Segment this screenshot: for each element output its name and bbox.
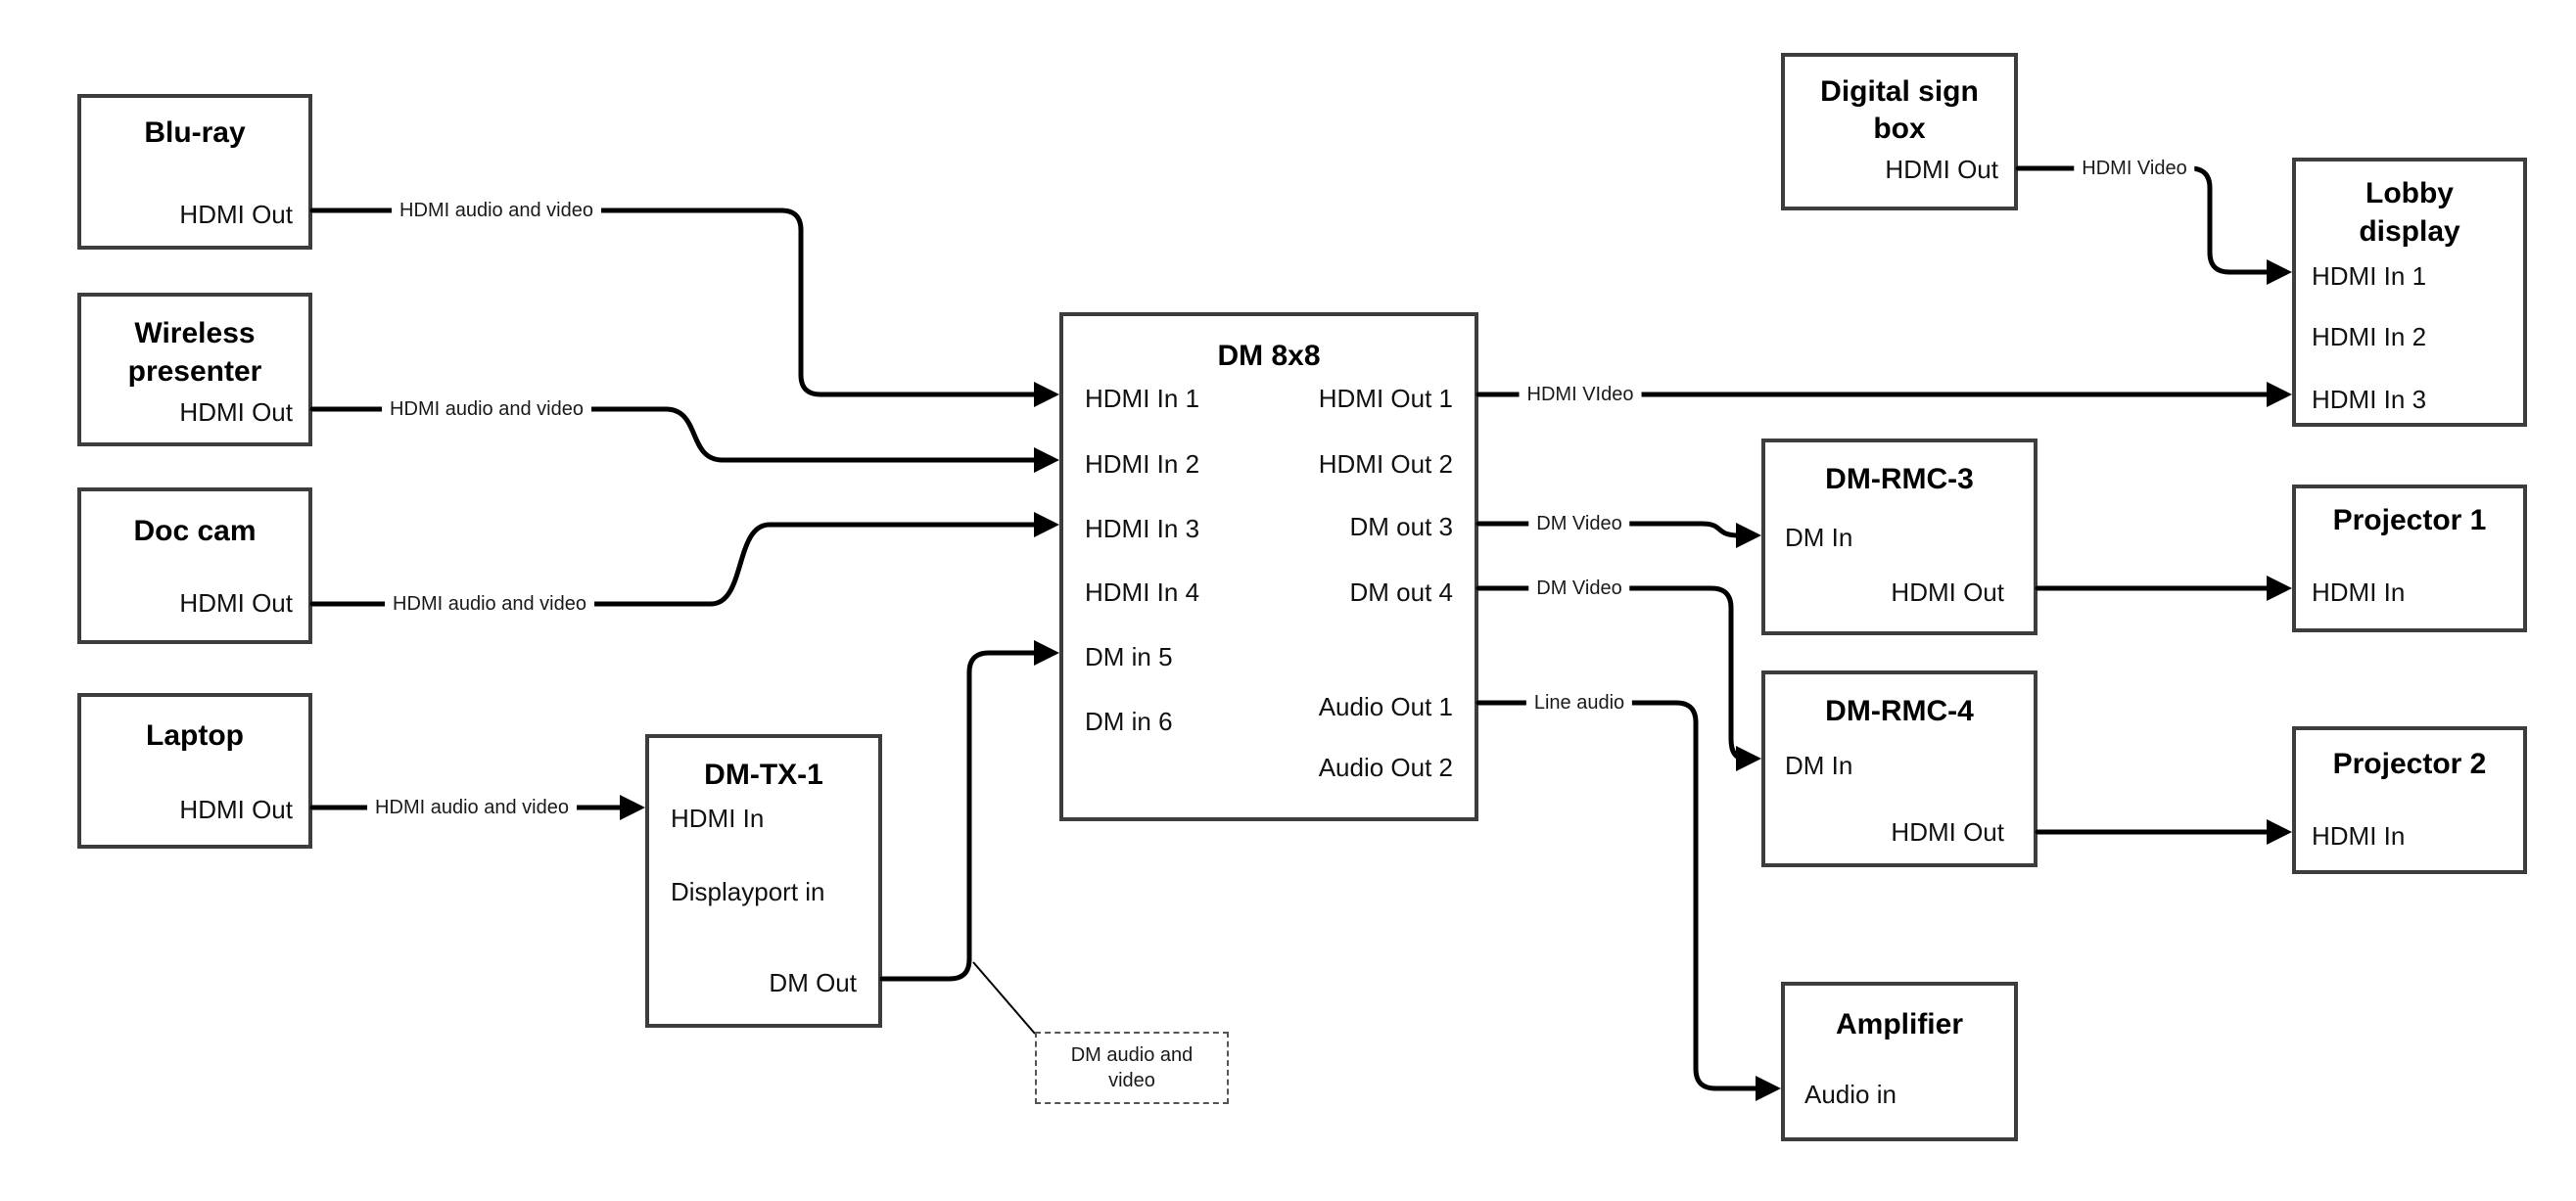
wire-label-dm-video-3: DM Video (1528, 511, 1630, 536)
wire-label-dm-video-4: DM Video (1528, 576, 1630, 601)
wire-label-line-audio: Line audio (1525, 690, 1633, 716)
port-hdmi-in: HDMI In (671, 804, 765, 833)
arrowhead (2267, 382, 2292, 407)
port-dm-in-6: DM in 6 (1085, 707, 1173, 736)
node-wireless-presenter: Wireless presenter HDMI Out (77, 293, 312, 446)
callout-leader-line (972, 961, 1036, 1035)
port-dm-out-4: DM out 4 (1349, 577, 1454, 607)
node-title: DM-RMC-3 (1825, 463, 1974, 495)
arrowhead (2267, 259, 2292, 285)
wire-dmtx1-to-dm8x8-in5 (879, 650, 1041, 982)
node-title: Projector 1 (2332, 504, 2487, 536)
arrowhead (620, 795, 645, 820)
arrowhead (1034, 640, 1059, 666)
port-dm-out-3: DM out 3 (1349, 512, 1454, 541)
arrowhead (1034, 447, 1059, 473)
arrowhead (1736, 523, 1761, 548)
node-title: DM-RMC-4 (1825, 695, 1974, 727)
node-amplifier: Amplifier Audio in (1781, 982, 2018, 1141)
wire-bluray-to-dm8x8-in1 (309, 208, 1041, 397)
port-hdmi-out: HDMI Out (1885, 155, 1998, 184)
port-hdmi-in-2: HDMI In 2 (1085, 449, 1200, 479)
wire-label-doccam: HDMI audio and video (385, 591, 594, 617)
port-hdmi-out: HDMI Out (179, 397, 293, 427)
port-audio-out-1: Audio Out 1 (1318, 692, 1453, 721)
node-title: Wireless presenter (127, 317, 262, 388)
port-dm-out: DM Out (769, 968, 857, 997)
port-hdmi-in-1: HDMI In 1 (2312, 261, 2427, 291)
node-title: Amplifier (1835, 1008, 1964, 1040)
node-dm-tx-1: DM-TX-1 HDMI In Displayport in DM Out (645, 734, 882, 1028)
wire-label-hdmi-video-sign: HDMI Video (2074, 156, 2195, 181)
wire-label-wireless: HDMI audio and video (382, 396, 591, 422)
wire-dm8x8-audio1-to-amplifier (1475, 700, 1762, 1091)
node-title: Doc cam (133, 515, 257, 547)
port-hdmi-in-1: HDMI In 1 (1085, 384, 1200, 413)
arrowhead (2267, 576, 2292, 601)
arrowhead (1756, 1076, 1781, 1101)
node-digital-sign-box: Digital sign box HDMI Out (1781, 53, 2018, 210)
port-dm-in: DM In (1785, 523, 1853, 552)
port-hdmi-in-2: HDMI In 2 (2312, 322, 2427, 351)
port-dm-in: DM In (1785, 751, 1853, 780)
port-hdmi-in-3: HDMI In 3 (2312, 385, 2427, 414)
port-audio-out-2: Audio Out 2 (1318, 753, 1453, 782)
node-projector-1: Projector 1 HDMI In (2292, 485, 2527, 632)
wire-label-hdmi-video-out1: HDMI VIdeo (1519, 382, 1642, 407)
node-lobby-display: Lobby display HDMI In 1 HDMI In 2 HDMI I… (2292, 158, 2527, 427)
wire-label-bluray: HDMI audio and video (392, 198, 601, 223)
port-dm-in-5: DM in 5 (1085, 642, 1173, 671)
node-title: Digital sign box (1820, 75, 1979, 145)
arrowhead (1034, 382, 1059, 407)
node-title: Lobby display (2359, 177, 2460, 248)
port-displayport-in: Displayport in (671, 877, 825, 906)
port-hdmi-out: HDMI Out (179, 200, 293, 229)
port-hdmi-out: HDMI Out (1891, 577, 2004, 607)
port-hdmi-in: HDMI In (2312, 821, 2406, 851)
port-hdmi-out-2: HDMI Out 2 (1318, 449, 1453, 479)
port-hdmi-out: HDMI Out (179, 795, 293, 824)
port-hdmi-in: HDMI In (2312, 577, 2406, 607)
port-hdmi-out: HDMI Out (179, 588, 293, 618)
node-dm-8x8: DM 8x8 HDMI In 1 HDMI In 2 HDMI In 3 HDM… (1059, 312, 1478, 821)
node-title: DM 8x8 (1217, 340, 1321, 372)
node-laptop: Laptop HDMI Out (77, 693, 312, 849)
node-title: Laptop (146, 719, 244, 752)
port-hdmi-in-3: HDMI In 3 (1085, 514, 1200, 543)
port-hdmi-out-1: HDMI Out 1 (1318, 384, 1453, 413)
arrowhead (1034, 512, 1059, 537)
wire-label-laptop: HDMI audio and video (367, 795, 577, 820)
node-title: Projector 2 (2332, 748, 2487, 780)
node-dm-rmc-3: DM-RMC-3 DM In HDMI Out (1761, 439, 2037, 635)
node-dm-rmc-4: DM-RMC-4 DM In HDMI Out (1761, 670, 2037, 867)
node-bluray: Blu-ray HDMI Out (77, 94, 312, 250)
node-title: DM-TX-1 (704, 759, 823, 791)
arrowhead (2267, 819, 2292, 845)
port-hdmi-out: HDMI Out (1891, 817, 2004, 847)
callout-dm-audio-and-video: DM audio and video (1035, 1032, 1229, 1104)
node-title: Blu-ray (144, 116, 246, 149)
node-doc-cam: Doc cam HDMI Out (77, 487, 312, 644)
arrowhead (1736, 746, 1761, 771)
wire-sign-to-lobby-in1 (2015, 165, 2273, 275)
node-projector-2: Projector 2 HDMI In (2292, 726, 2527, 874)
wire-dm8x8-out4-to-dmrmc4 (1475, 585, 1748, 762)
port-hdmi-in-4: HDMI In 4 (1085, 577, 1200, 607)
port-audio-in: Audio in (1804, 1080, 1897, 1109)
